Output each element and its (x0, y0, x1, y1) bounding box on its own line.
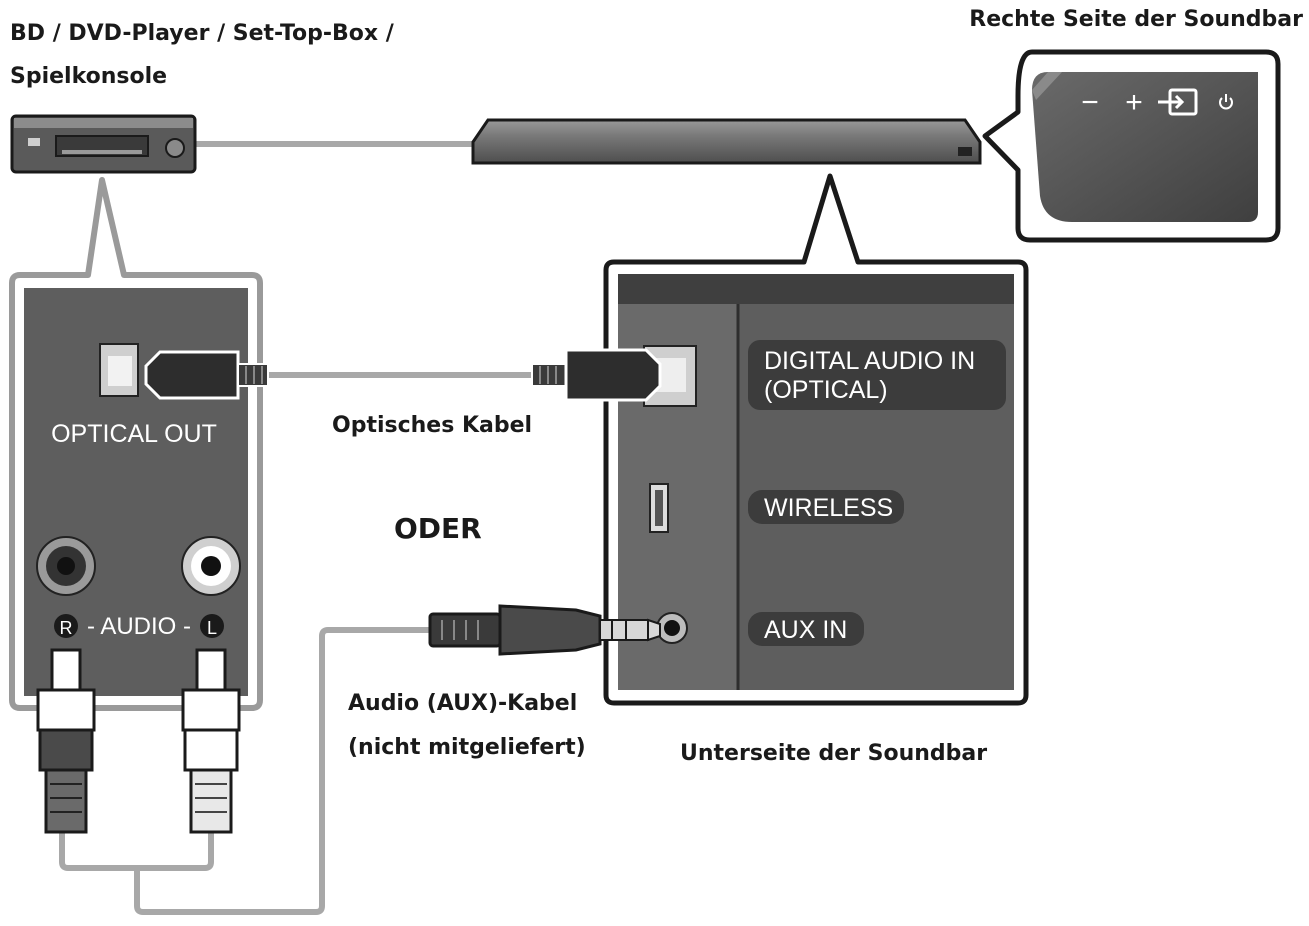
aux-in-label: AUX IN (764, 616, 847, 644)
right-side-callout: − + (982, 49, 1281, 243)
aux-jack-icon (656, 612, 688, 644)
digital-audio-in-sublabel: (OPTICAL) (764, 376, 888, 404)
optical-out-label: OPTICAL OUT (51, 420, 217, 448)
usb-port-icon (649, 483, 669, 533)
rca-jack-icon (36, 536, 96, 596)
right-side-label: Rechte Seite der Soundbar (969, 7, 1303, 32)
audio-label: - AUDIO - (87, 613, 191, 640)
aux-plug (428, 604, 661, 656)
knob-icon (165, 138, 185, 158)
digital-audio-in-label: DIGITAL AUDIO IN (764, 347, 975, 375)
rca-plug-left (181, 648, 241, 834)
player-panel-callout: OPTICAL OUT R - AUDIO - L (9, 177, 269, 711)
l-badge: L (207, 618, 217, 638)
optical-port-icon (99, 343, 139, 397)
optical-plug-left (144, 350, 269, 400)
player-device (10, 114, 197, 174)
source-device-label-2: Spielkonsole (10, 64, 167, 89)
rca-plug-right (36, 648, 96, 834)
source-icon[interactable] (1158, 88, 1198, 116)
optical-cable-label: Optisches Kabel (332, 413, 532, 438)
plus-button[interactable]: + (1125, 86, 1143, 119)
optical-plug-right (531, 348, 662, 402)
bottom-side-label: Unterseite der Soundbar (680, 741, 987, 766)
soundbar-bottom-callout: DIGITAL AUDIO IN (OPTICAL) WIRELESS AUX … (531, 173, 1029, 706)
source-device-label: BD / DVD-Player / Set-Top-Box / (10, 21, 395, 46)
aux-cable (59, 627, 430, 915)
r-badge: R (60, 618, 73, 638)
rca-jack-icon (181, 536, 241, 596)
aux-cable-label: Audio (AUX)-Kabel (348, 691, 577, 716)
minus-button[interactable]: − (1081, 86, 1099, 119)
aux-cable-note: (nicht mitgeliefert) (348, 735, 586, 760)
or-label: ODER (394, 512, 482, 545)
power-icon[interactable] (1219, 94, 1233, 110)
soundbar-device (471, 118, 982, 165)
wireless-label: WIRELESS (764, 494, 893, 522)
